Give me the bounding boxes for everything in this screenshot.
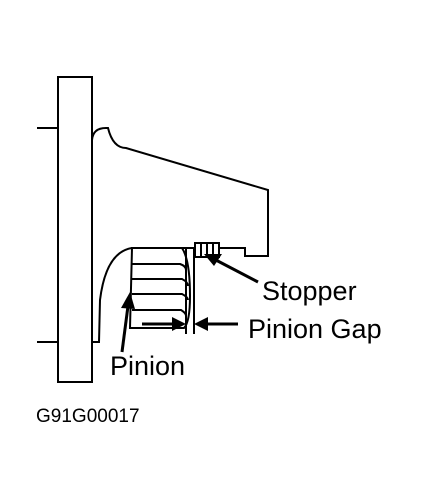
gap-arrow-left bbox=[142, 317, 186, 331]
mounting-plate bbox=[37, 76, 93, 383]
stopper-label: Stopper bbox=[262, 276, 357, 306]
housing-outline bbox=[91, 127, 269, 343]
pinion-gear bbox=[128, 247, 192, 329]
gap-arrow-right bbox=[194, 317, 238, 331]
gap-dimension-lines bbox=[185, 247, 195, 334]
pinion-teeth bbox=[128, 247, 192, 329]
plate-body bbox=[57, 76, 93, 383]
pinion-label: Pinion bbox=[110, 351, 185, 381]
figure-code: G91G00017 bbox=[36, 406, 140, 427]
pinion-arrow bbox=[120, 292, 135, 353]
pinion-gap-label: Pinion Gap bbox=[248, 314, 382, 344]
stopper-arrow bbox=[204, 254, 259, 284]
